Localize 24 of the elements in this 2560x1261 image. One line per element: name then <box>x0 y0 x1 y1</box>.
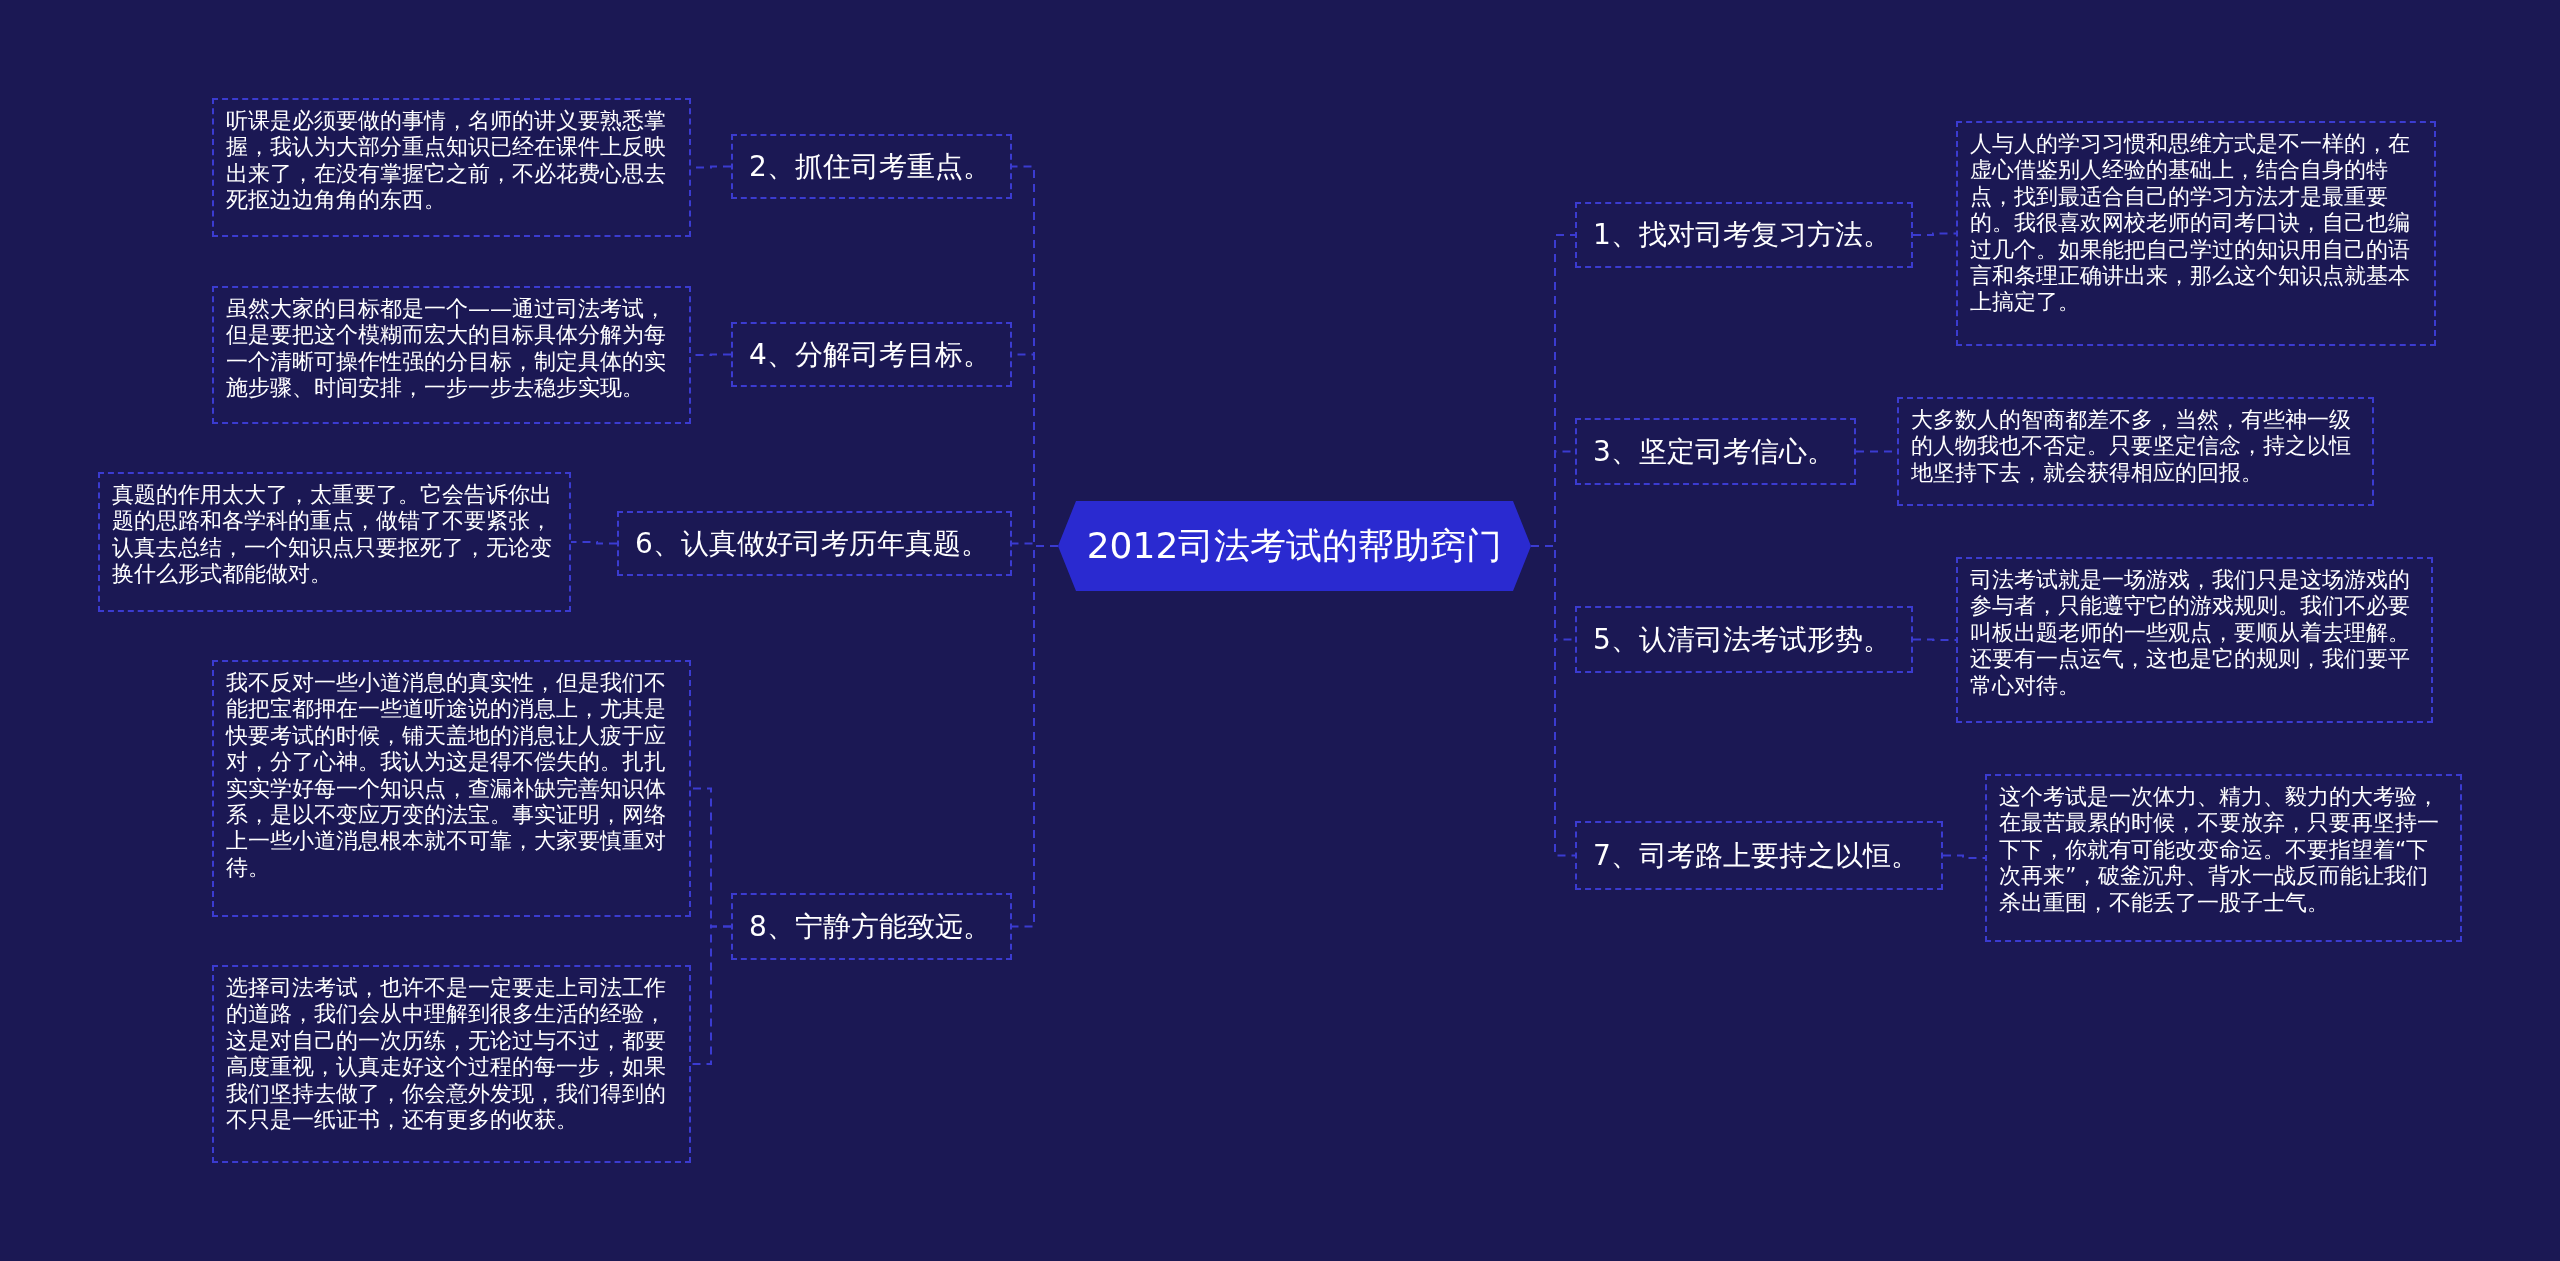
topic-box: 3、坚定司考信心。 <box>1575 418 1856 485</box>
central-topic-hexagon: 2012司法考试的帮助窍门 <box>1058 501 1531 591</box>
topic-box: 7、司考路上要持之以恒。 <box>1575 821 1943 890</box>
note-box: 听课是必须要做的事情，名师的讲义要熟悉掌握，我认为大部分重点知识已经在课件上反映出来了，在没有掌握它之前，不必花费心思去死抠边边角角的东西。 <box>212 98 691 237</box>
note-box: 我不反对一些小道消息的真实性，但是我们不能把宝都押在一些道听途说的消息上，尤其是快要考试的时候，铺天盖地的消息让人疲于应对，分了心神。我认为这是得不偿失的。扎扎实实学好每一个知识点，查漏补缺完善知识体系，是以不变应万变的法宝。事实证明，网络上一些小道消息根本就不可靠，大家要慎重对待。 <box>212 660 691 917</box>
topic-box: 1、找对司考复习方法。 <box>1575 202 1913 268</box>
connector <box>1912 232 1957 236</box>
topic-box: 8、宁静方能致远。 <box>731 893 1012 960</box>
topic-box: 6、认真做好司考历年真题。 <box>617 511 1012 576</box>
connector <box>1530 545 1576 857</box>
connector <box>1912 638 1957 641</box>
topic-box: 4、分解司考目标。 <box>731 322 1012 387</box>
note-box: 这个考试是一次体力、精力、毅力的大考验，在最苦最累的时候，不要放弃，只要再坚持一下下，你就有可能改变命运。不要指望着“下次再来”，破釜沉舟、背水一战反而能让我们杀出重围，不能丢了一股子士气。 <box>1985 774 2462 942</box>
connector <box>1942 854 1986 859</box>
note-box: 人与人的学习习惯和思维方式是不一样的，在虚心借鉴别人经验的基础上，结合自身的特点，找到最适合自己的学习方法才是最重要的。我很喜欢网校老师的司考口诀，自己也编过几个。如果能把自己学过的知识用自己的语言和条理正确讲出来，那么这个知识点就基本上搞定了。 <box>1956 121 2436 346</box>
note-box: 司法考试就是一场游戏，我们只是这场游戏的参与者，只能遵守它的游戏规则。我们不必要叫板出题老师的一些观点，要顺从着去理解。还要有一点运气，这也是它的规则，我们要平常心对待。 <box>1956 557 2433 723</box>
connector <box>570 541 618 545</box>
topic-box: 2、抓住司考重点。 <box>731 134 1012 199</box>
note-box: 大多数人的智商都差不多，当然，有些神一级的人物我也不否定。只要坚定信念，持之以恒地坚持下去，就会获得相应的回报。 <box>1897 397 2374 506</box>
topic-box: 5、认清司法考试形势。 <box>1575 606 1913 673</box>
connector <box>690 925 732 1065</box>
note-box: 真题的作用太大了，太重要了。它会告诉你出题的思路和各学科的重点，做错了不要紧张，认真去总结，一个知识点只要抠死了，无论变换什么形式都能做对。 <box>98 472 571 612</box>
note-box: 虽然大家的目标都是一个——通过司法考试，但是要把这个模糊而宏大的目标具体分解为每一个清晰可操作性强的分目标，制定具体的实施步骤、时间安排，一步一步去稳步实现。 <box>212 286 691 424</box>
note-box: 选择司法考试，也许不是一定要走上司法工作的道路，我们会从中理解到很多生活的经验，这是对自己的一次历练，无论过与不过，都要高度重视，认真走好这个过程的每一步，如果我们坚持去做了，你会意外发现，我们得到的不只是一纸证书，还有更多的收获。 <box>212 965 691 1163</box>
